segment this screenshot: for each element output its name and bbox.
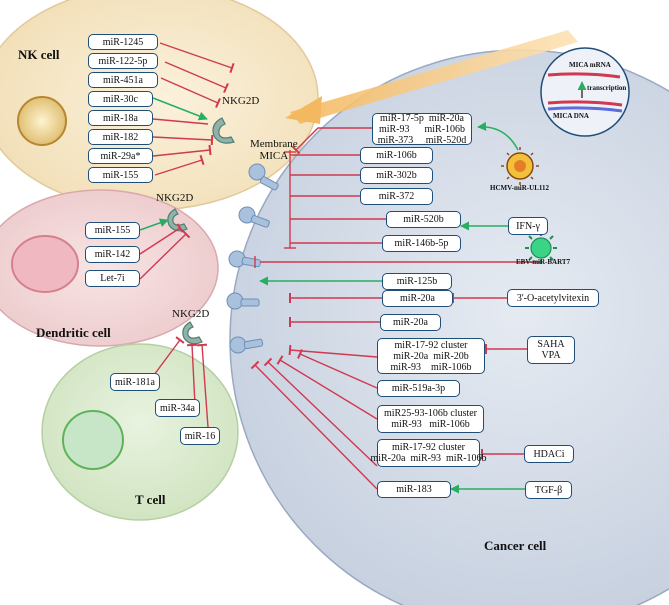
mir-line: miR-93 miR-106b (391, 419, 470, 430)
tgf-beta-box: TGF-β (525, 481, 572, 499)
cancer-mir-box-9: miR-20a (380, 314, 441, 331)
nk-mir-box: miR-30c (88, 91, 153, 107)
mica-mrna-label: MICA mRNA (569, 61, 611, 69)
acetylvitexin-box: 3'-O-acetylvitexin (507, 289, 599, 307)
dc-mir-box: miR-142 (85, 246, 140, 263)
dna-circle (540, 47, 630, 137)
secretion-arrow (290, 30, 578, 124)
nk-activation-line (152, 97, 208, 121)
cancer-mir-box-7: miR-125b (382, 273, 452, 290)
mir-line: miR25-93-106b cluster (383, 408, 478, 419)
transcription-label: transcription (587, 84, 627, 92)
dc-inhibition-line-1 (139, 223, 184, 255)
hcmv-activation-line (477, 121, 519, 151)
nk-mir-box: miR-451a (88, 72, 158, 88)
t-mir-box: miR-181a (110, 373, 160, 391)
nk-cell-title: NK cell (18, 47, 60, 62)
t-nucleus (62, 410, 124, 470)
t-inhibition-line-3 (196, 343, 209, 428)
cancer-mir-box-4: miR-372 (360, 188, 433, 205)
dendritic-cell-body (0, 189, 219, 347)
nk-mir-box: miR-1245 (88, 34, 158, 50)
t-cell-body (41, 343, 239, 521)
nk-nucleus (17, 96, 67, 146)
t-inhibition-line-2 (186, 343, 198, 406)
cancer-mir-box-1: miR-17-5p miR-20a miR-93 miR-106b miR-37… (372, 112, 472, 146)
membrane-mica-label: Membrane MICA (250, 138, 298, 162)
vpa-label: VPA (541, 350, 561, 361)
cancer-mir-box-3: miR-302b (360, 167, 433, 184)
t-mir-box: miR-34a (155, 399, 200, 417)
cancer-mir-box-2: miR-106b (360, 147, 433, 164)
t-mir-box: miR-16 (180, 427, 220, 445)
mir-line: miR-373 miR-520d (377, 134, 467, 146)
nk-mir-box: miR-182 (88, 129, 153, 145)
t-nkg2d-label: NKG2D (172, 308, 210, 320)
mir-line: miR-93 miR-106b (378, 123, 466, 135)
mica-dna-label: MICA DNA (553, 112, 589, 120)
nk-mir-box: miR-155 (88, 167, 153, 183)
nk-mir-box: miR-122-5p (88, 53, 158, 69)
cancer-mir-box-6: miR-146b-5p (382, 235, 461, 252)
cancer-mir-box-14: miR-183 (377, 481, 451, 498)
mir-line: miR-17-5p miR-20a (380, 112, 464, 124)
dc-mir-box: Let-7i (85, 270, 140, 287)
secretion-arrow-head (285, 96, 322, 124)
nk-nkg2d-label: NKG2D (222, 95, 260, 107)
mir-line: miR-93 miR-106b (390, 361, 472, 373)
cancer-mir-box-11: miR-519a-3p (377, 380, 460, 397)
cancer-inhibition-lines (250, 127, 540, 490)
saha-vpa-box: SAHA VPA (527, 336, 575, 364)
dc-activation-line (139, 218, 169, 231)
mica-label: MICA (259, 150, 289, 162)
mir-line: miR-20a miR-93 miR-106b (370, 453, 487, 464)
cancer-cell-title: Cancer cell (484, 538, 547, 553)
dc-mir-box: miR-155 (85, 222, 140, 239)
nk-inhibition-lines (152, 42, 235, 176)
cancer-mir-box-12: miR25-93-106b cluster miR-93 miR-106b (377, 405, 484, 433)
t-cell-title: T cell (135, 492, 166, 507)
hcmv-label: HCMV-miR-UL112 (490, 184, 549, 192)
cancer-mir-box-10: miR-17-92 cluster miR-20a miR-20b miR-93… (377, 338, 485, 374)
hdaci-box: HDACi (524, 445, 574, 463)
mir-line: miR-20a miR-20b (393, 350, 469, 362)
ifn-gamma-box: IFN-γ (508, 217, 548, 235)
cancer-mir-box-13: miR-17-92 cluster miR-20a miR-93 miR-106… (370, 439, 487, 467)
cancer-mir-box-8: miR-20a (382, 290, 453, 307)
dendritic-nucleus (11, 235, 79, 293)
nk-mir-box: miR-18a (88, 110, 153, 126)
dc-inhibition-line-2 (139, 229, 191, 280)
mir-line: miR-17-92 cluster (394, 339, 468, 351)
nk-mir-box: miR-29a* (88, 148, 153, 164)
cancer-mir-box-5: miR-520b (386, 211, 461, 228)
membrane-label: Membrane (250, 138, 298, 150)
mir-line: miR-17-92 cluster (391, 442, 466, 453)
ebv-label: EBV-miR-BART7 (516, 258, 571, 266)
mica-molecules (226, 163, 279, 354)
dendritic-cell-title: Dendritic cell (36, 325, 111, 340)
hcmv-virus-icon (501, 147, 539, 185)
saha-label: SAHA (537, 339, 565, 350)
dc-nkg2d-label: NKG2D (156, 192, 194, 204)
